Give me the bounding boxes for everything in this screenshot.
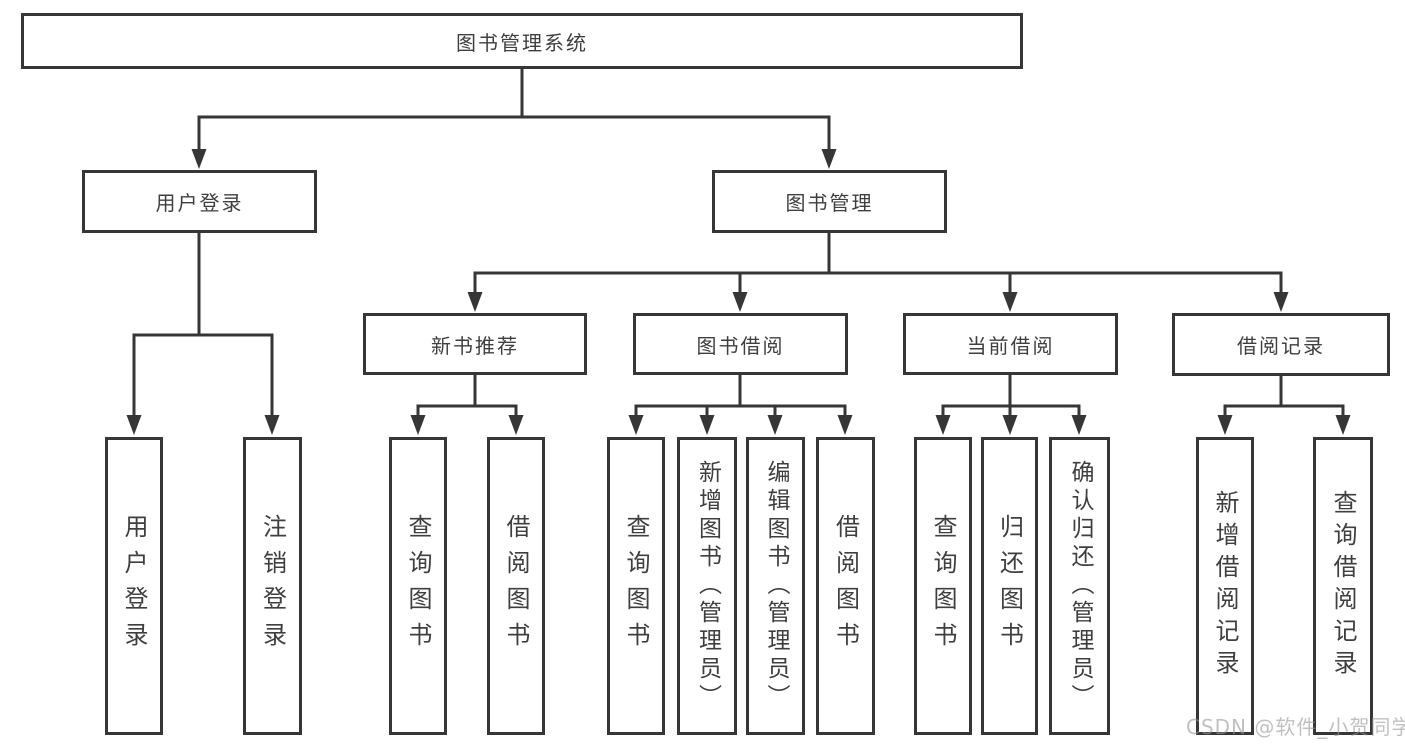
arrowhead-icon <box>1002 415 1018 435</box>
node-leaf-confirm-return-admin: 确认归还（管理员） <box>1049 437 1110 735</box>
csdn-watermark: CSDN @软件_小贺同学 <box>1186 715 1405 739</box>
node-leaf-add-borrow-record: 新增借阅记录 <box>1196 437 1254 735</box>
leaf-label: 归还图书 <box>995 514 1024 658</box>
arrowhead-icon <box>767 415 783 435</box>
node-leaf-query-book-2: 查询图书 <box>607 437 665 735</box>
leaf-label: 新增借阅记录 <box>1211 490 1239 682</box>
leaf-label: 借阅图书 <box>502 514 530 658</box>
node-current-borrow: 当前借阅 <box>903 313 1118 375</box>
node-leaf-logout: 注销登录 <box>243 437 302 735</box>
leaf-label: 查询图书 <box>404 514 432 658</box>
node-book-management: 图书管理 <box>712 170 947 233</box>
leaf-label: 注销登录 <box>258 514 287 658</box>
leaf-label: 编辑图书（管理员） <box>763 460 789 712</box>
node-leaf-borrow-book-1: 借阅图书 <box>487 437 545 735</box>
node-book-borrow: 图书借阅 <box>633 313 848 375</box>
node-leaf-query-book-3: 查询图书 <box>914 437 972 735</box>
arrowhead-icon <box>467 292 483 312</box>
node-leaf-edit-book-admin: 编辑图书（管理员） <box>746 437 805 735</box>
connector-bookborrow-to-leaves <box>634 375 847 416</box>
connector-bookmgmt-to-level3 <box>473 233 1283 294</box>
leaf-label: 用户登录 <box>120 514 148 658</box>
arrowhead-icon <box>508 415 524 435</box>
connector-newbook-to-leaves <box>416 375 518 416</box>
node-leaf-query-book-1: 查询图书 <box>389 437 447 735</box>
connector-currentborrow-to-leaves <box>941 375 1081 416</box>
node-leaf-borrow-book-2: 借阅图书 <box>816 437 875 735</box>
node-library-management-system: 图书管理系统 <box>21 13 1023 69</box>
leaf-label: 借阅图书 <box>831 514 860 658</box>
arrowhead-icon <box>1273 292 1289 312</box>
arrowhead-icon <box>410 415 426 435</box>
node-new-book-recommend: 新书推荐 <box>363 313 587 375</box>
leaf-label: 查询图书 <box>622 514 650 658</box>
connector-userlogin-to-leaves <box>132 233 274 416</box>
node-user-login: 用户登录 <box>82 170 317 233</box>
node-leaf-return-book: 归还图书 <box>981 437 1038 735</box>
arrowhead-icon <box>1071 415 1087 435</box>
arrowhead-icon <box>126 415 142 435</box>
leaf-label: 确认归还（管理员） <box>1067 460 1093 712</box>
arrowhead-icon <box>699 415 715 435</box>
arrowhead-icon <box>837 415 853 435</box>
node-leaf-add-book-admin: 新增图书（管理员） <box>677 437 737 735</box>
connector-records-to-leaves <box>1223 375 1345 416</box>
arrowheads <box>126 149 1351 435</box>
leaf-label: 新增图书（管理员） <box>694 460 721 712</box>
arrowhead-icon <box>732 292 748 312</box>
arrowhead-icon <box>935 415 951 435</box>
node-leaf-user-login: 用户登录 <box>105 437 163 735</box>
arrowhead-icon <box>191 149 207 169</box>
node-borrow-records: 借阅记录 <box>1172 313 1390 376</box>
connector-root-to-level2 <box>197 69 831 151</box>
node-leaf-query-borrow-record: 查询借阅记录 <box>1313 437 1373 735</box>
arrowhead-icon <box>1002 292 1018 312</box>
arrowhead-icon <box>264 415 280 435</box>
arrowhead-icon <box>628 415 644 435</box>
arrowhead-icon <box>821 149 837 169</box>
arrowhead-icon <box>1335 415 1351 435</box>
leaf-label: 查询图书 <box>929 514 957 658</box>
leaf-label: 查询借阅记录 <box>1329 490 1357 682</box>
arrowhead-icon <box>1217 415 1233 435</box>
